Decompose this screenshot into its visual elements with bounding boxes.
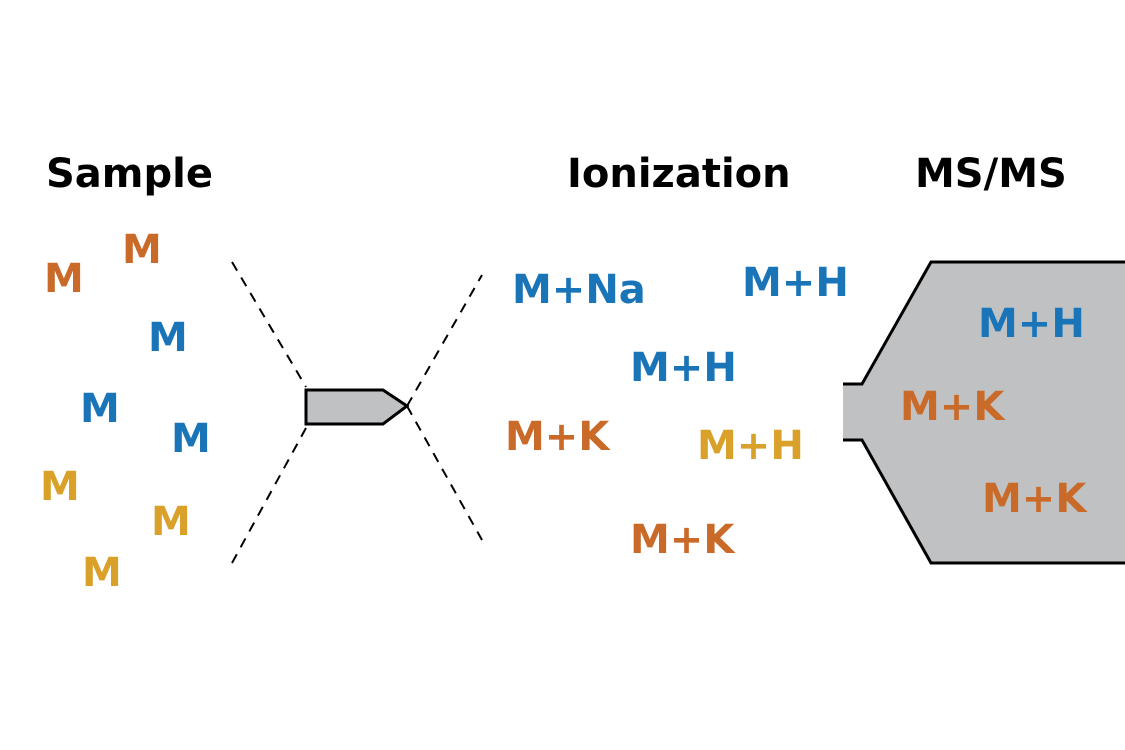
sample-molecule: M <box>151 499 191 545</box>
msms-heading: MS/MS <box>915 151 1067 197</box>
ionized-species: M+K <box>630 517 735 563</box>
ionized-species: M+H <box>697 423 804 469</box>
sample-heading: Sample <box>46 151 213 197</box>
spray-cone-lower-line <box>406 405 483 541</box>
msms-instrument-outline <box>843 260 1125 386</box>
sample-molecule: M <box>40 464 80 510</box>
msms-instrument-outline-lower <box>843 438 1125 565</box>
ionized-species: M+H <box>630 345 737 391</box>
sample-molecule: M <box>82 550 122 596</box>
msms-species: M+K <box>982 476 1087 522</box>
ionized-species: M+K <box>505 414 610 460</box>
sample-molecule: M <box>171 416 211 462</box>
sample-cone-lower-line <box>231 427 307 564</box>
sample-molecule: M <box>148 315 188 361</box>
sample-molecule: M <box>44 256 84 302</box>
sample-molecule: M <box>80 386 120 432</box>
msms-species: M+H <box>978 301 1085 347</box>
sample-cone-upper-line <box>231 261 307 388</box>
msms-instrument-body <box>843 262 1125 563</box>
msms-species: M+K <box>900 384 1005 430</box>
ionization-heading: Ionization <box>567 151 791 197</box>
spray-cone-upper-line <box>406 274 483 407</box>
sample-molecule: M <box>122 227 162 273</box>
ionized-species: M+Na <box>512 267 646 313</box>
emitter-needle <box>304 388 410 426</box>
ionized-species: M+H <box>742 260 849 306</box>
